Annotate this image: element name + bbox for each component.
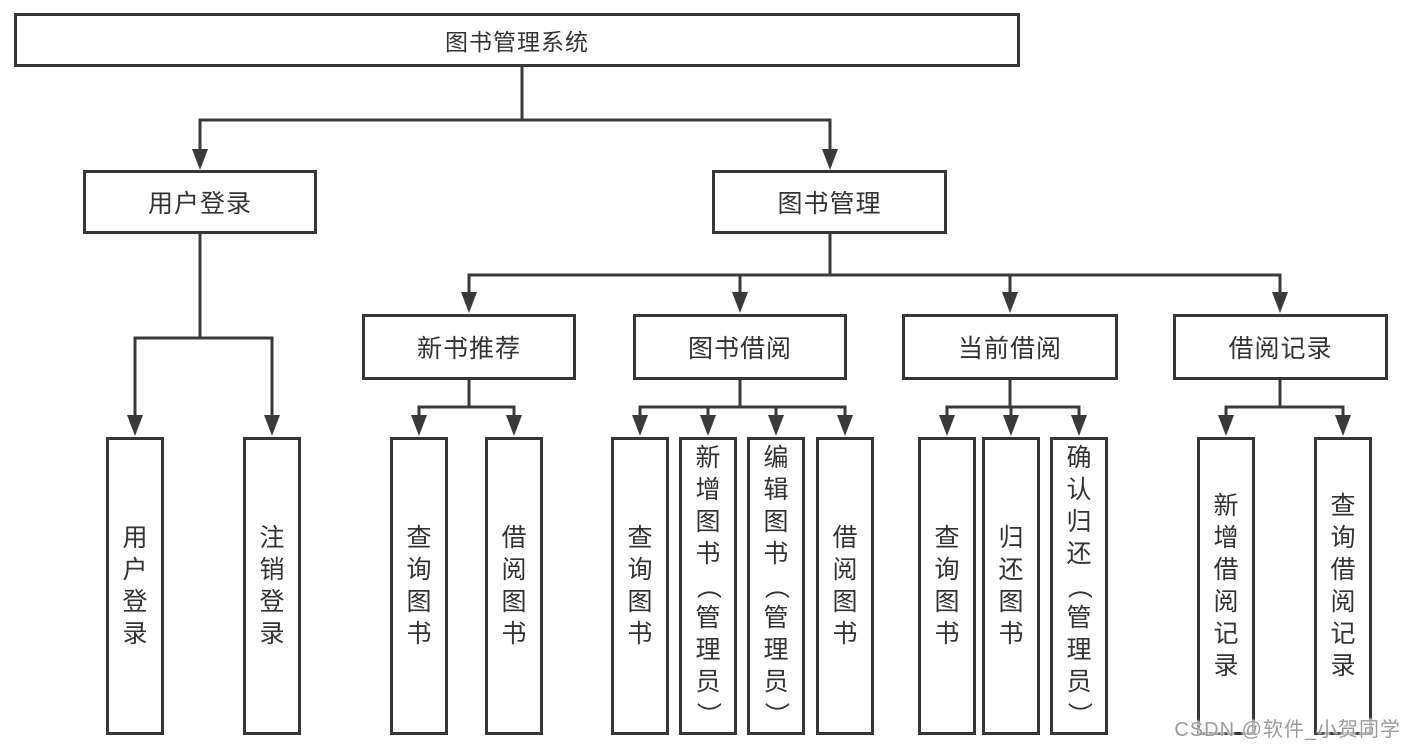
node-label: 新增借阅记录 — [1213, 491, 1239, 680]
node-current-borrowing: 当前借阅 — [902, 314, 1118, 380]
leaf-query-books-recommend: 查询图书 — [390, 437, 448, 735]
node-book-borrowing: 图书借阅 — [633, 314, 847, 380]
leaf-user-login: 用户登录 — [106, 437, 164, 735]
node-label: 查询图书 — [406, 523, 432, 648]
leaf-borrow-books-recommend: 借阅图书 — [485, 437, 543, 735]
node-label: 图书借阅 — [687, 335, 792, 363]
node-label: 新增图书（管理员） — [694, 443, 723, 727]
leaf-edit-book-admin: 编辑图书（管理员） — [747, 437, 805, 735]
node-label: 编辑图书（管理员） — [762, 443, 791, 727]
node-label: 新书推荐 — [416, 335, 521, 363]
node-label: 查询图书 — [627, 523, 653, 648]
leaf-query-books-borrow: 查询图书 — [611, 437, 669, 735]
node-label: 用户登录 — [122, 523, 148, 648]
node-book-management: 图书管理 — [712, 170, 947, 234]
node-label: 借阅图书 — [501, 523, 527, 648]
node-label: 注销登录 — [259, 523, 285, 648]
node-label: 图书管理 — [777, 190, 882, 218]
leaf-borrow-books: 借阅图书 — [816, 437, 874, 735]
node-new-book-recommend: 新书推荐 — [362, 314, 576, 380]
node-label: 用户登录 — [147, 190, 252, 218]
node-label: 确认归还（管理员） — [1065, 443, 1094, 727]
node-label: 查询图书 — [934, 523, 960, 648]
leaf-add-book-admin: 新增图书（管理员） — [679, 437, 737, 735]
node-label: 借阅记录 — [1228, 335, 1333, 363]
leaf-add-borrow-record: 新增借阅记录 — [1197, 437, 1255, 735]
node-label: 借阅图书 — [832, 523, 858, 648]
leaf-logout: 注销登录 — [243, 437, 301, 735]
node-library-management-system: 图书管理系统 — [14, 13, 1020, 67]
node-label: 当前借阅 — [957, 335, 1062, 363]
leaf-query-borrow-record: 查询借阅记录 — [1314, 437, 1372, 735]
leaf-return-book: 归还图书 — [982, 437, 1040, 735]
leaf-confirm-return-admin: 确认归还（管理员） — [1050, 437, 1108, 735]
node-label: 查询借阅记录 — [1330, 491, 1356, 680]
csdn-watermark: CSDN @软件_小贺同学 — [1174, 719, 1401, 741]
node-label: 归还图书 — [998, 523, 1024, 648]
node-borrowing-records: 借阅记录 — [1173, 314, 1388, 380]
node-label: 图书管理系统 — [445, 29, 589, 55]
node-user-login: 用户登录 — [83, 170, 317, 234]
leaf-query-books-current: 查询图书 — [918, 437, 976, 735]
